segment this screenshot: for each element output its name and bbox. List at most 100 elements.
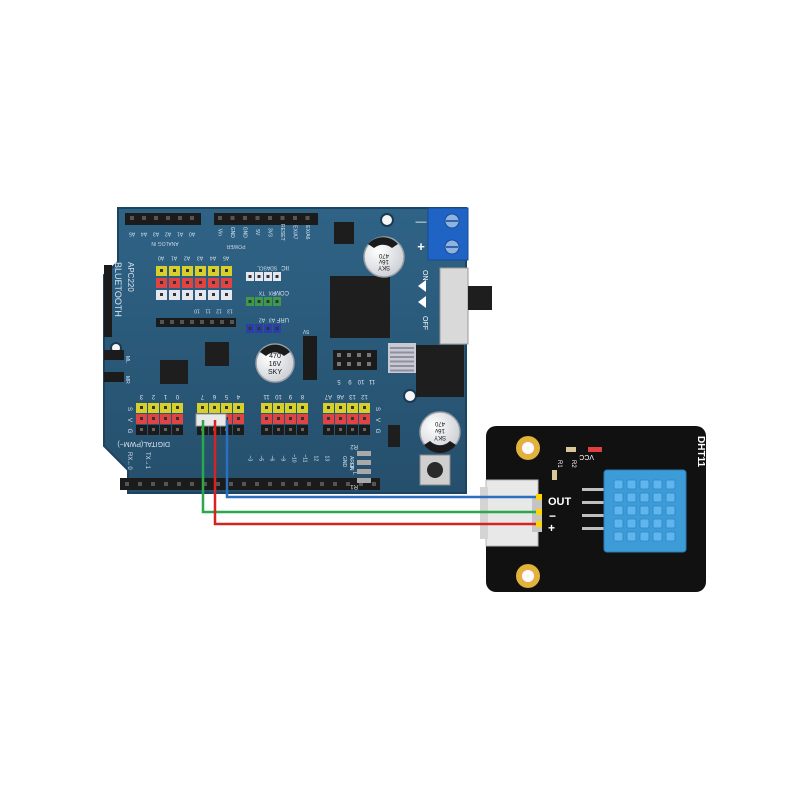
digital-pin-label: A6 — [336, 393, 344, 399]
cap3-voltage: 16v — [435, 427, 445, 433]
switch-off-label: OFF — [421, 316, 428, 330]
dht-vent — [626, 479, 637, 490]
dht-vent — [639, 531, 650, 542]
ml-label: ML — [124, 356, 130, 363]
header-pin — [347, 362, 351, 366]
dht-vent — [613, 492, 624, 503]
digital-pin-label: 4 — [236, 393, 240, 399]
row-label-left: V — [126, 418, 132, 422]
digital-pin-label: 6 — [212, 393, 216, 399]
sensor-out-label: OUT — [548, 496, 572, 508]
power-terminal[interactable]: — + — [416, 207, 469, 261]
dht-vent — [639, 492, 650, 503]
header-pin — [125, 482, 129, 486]
power-switch[interactable]: ON OFF — [418, 267, 492, 345]
header-pin — [372, 482, 376, 486]
dht-vent — [626, 531, 637, 542]
digital-pin-label: 3 — [139, 393, 143, 399]
header-pin — [190, 482, 194, 486]
bluetooth-label: BLUETOOTH — [113, 262, 123, 317]
header-pin — [359, 482, 363, 486]
sensor-vcc-label: VCC — [579, 453, 594, 460]
sensor-plus-label: + — [548, 521, 555, 535]
analog-top-pin-label: A2 — [165, 231, 171, 237]
reset-button[interactable] — [419, 454, 451, 486]
digital-pin-label: 0 — [175, 393, 179, 399]
digital-pin-label: A7 — [324, 393, 332, 399]
bluetooth-header — [104, 265, 112, 337]
row-label-left: G — [126, 429, 132, 434]
ribbon-connector — [388, 343, 416, 373]
analog-top-pin-label: A5 — [129, 231, 135, 237]
cap1-voltage: 16v — [379, 258, 389, 264]
header-pin — [177, 482, 181, 486]
digital-pin-label: 10 — [275, 393, 282, 399]
digital-bottom-header — [120, 478, 380, 490]
rx-label: RX←0 — [126, 452, 132, 470]
dht-vent — [652, 479, 663, 490]
header-pin — [142, 216, 146, 220]
analog-side-label: A1 — [171, 255, 177, 261]
dht-vent — [639, 518, 650, 529]
digital-pin-label: 9 — [288, 393, 292, 399]
bottom-digit-label: ~3 — [246, 455, 252, 461]
header-pin — [220, 320, 224, 324]
header-pin — [357, 362, 361, 366]
urf-label: URF — [276, 316, 289, 322]
power-label: POWER — [226, 243, 245, 249]
bottom-digit-label: 13 — [323, 456, 329, 462]
pin-5v-label: 5V — [302, 328, 309, 334]
power-pin-label: 5V — [254, 229, 260, 236]
digital-pin-label: 1 — [163, 393, 167, 399]
digital-label: DIGITAL(PWM~) — [117, 440, 170, 447]
row-label-left: S — [126, 407, 132, 411]
digital-pin-label: 8 — [300, 393, 304, 399]
dht-vent — [639, 505, 650, 516]
header-pin — [280, 216, 285, 220]
digital-pin-label: 7 — [200, 393, 204, 399]
aref-label: AREF — [348, 456, 354, 469]
header-pin — [170, 320, 174, 324]
header-pin — [151, 482, 155, 486]
capacitor-1: 470 16v SKY — [363, 236, 405, 278]
dht-vent — [665, 518, 676, 529]
dht-vent — [626, 492, 637, 503]
analog-in-label: ANALOG IN — [151, 240, 179, 246]
header-pin — [218, 216, 222, 220]
on-led-label: ON — [348, 463, 354, 471]
com-label: COM — [275, 289, 289, 295]
analog-side-label: A2 — [184, 255, 190, 261]
mid-header-label: 11 — [205, 308, 210, 314]
right-header — [333, 350, 377, 370]
header-pin — [210, 320, 214, 324]
digital-pin-label: 11 — [263, 393, 270, 399]
wire-signal — [225, 420, 539, 499]
analog-side-label: A0 — [158, 255, 164, 261]
iic_pins-label: SDA — [266, 265, 277, 271]
switch-slider[interactable] — [468, 286, 492, 310]
header-pin — [347, 353, 351, 357]
dht-vent — [665, 492, 676, 503]
sensor-name-label: DHT11 — [695, 436, 706, 468]
header-pin — [190, 320, 194, 324]
header-pin — [154, 216, 158, 220]
sensor-r2-label: R2 — [570, 460, 576, 468]
row-label-right: V — [374, 418, 380, 422]
dht-vent — [665, 505, 676, 516]
vcc-led — [588, 447, 602, 452]
r1-label: R1 — [350, 483, 358, 489]
wiring — [195, 413, 542, 527]
header-pin — [190, 216, 194, 220]
bottom-digit-label: ~11 — [301, 454, 307, 462]
wire-vcc — [213, 420, 539, 526]
power-header — [214, 213, 318, 225]
bottom-digit-label: ~9 — [279, 455, 285, 461]
header-pin — [138, 482, 142, 486]
sensor-resistor — [566, 447, 576, 452]
r2-label: R2 — [350, 443, 358, 449]
header-pin — [281, 482, 285, 486]
header-pin — [367, 353, 371, 357]
main-chip — [330, 276, 390, 338]
bottom-digit-label: ~10 — [290, 454, 296, 463]
header-pin — [166, 216, 170, 220]
